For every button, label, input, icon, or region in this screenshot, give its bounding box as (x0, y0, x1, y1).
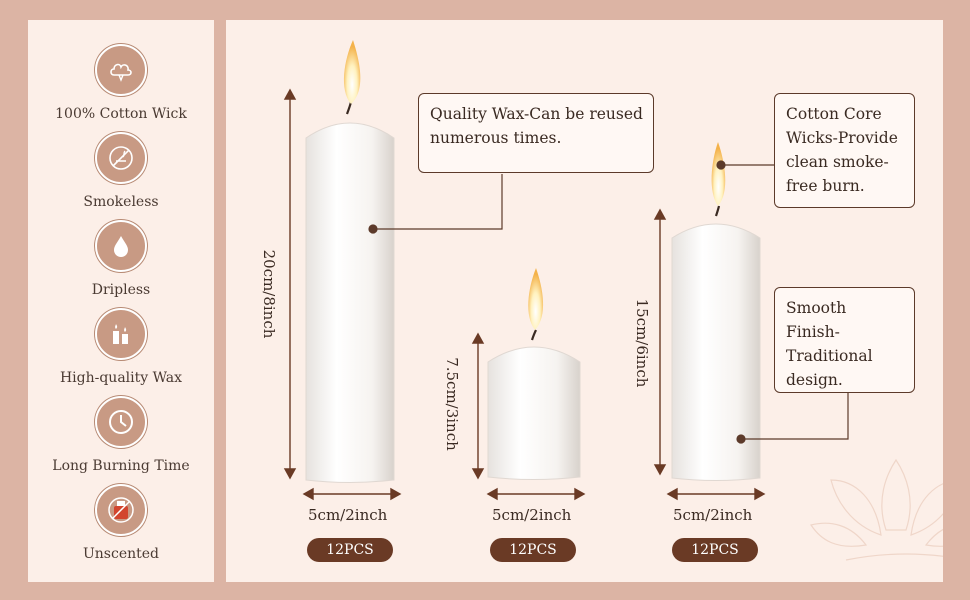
feature-cotton-wick: 100% Cotton Wick (28, 44, 214, 122)
callout-leaders (368, 160, 849, 444)
width-label-medium: 5cm/2inch (673, 506, 753, 524)
feature-smokeless: Smokeless (28, 132, 214, 210)
no-smoke-icon (95, 132, 147, 184)
feature-label: Long Burning Time (52, 458, 190, 474)
candle-short (487, 268, 581, 480)
feature-label: 100% Cotton Wick (55, 106, 187, 122)
lotus-watermark (810, 458, 943, 561)
callout-smooth-finish: Smooth Finish-Traditional design. (774, 287, 915, 393)
feature-label: Unscented (82, 546, 159, 562)
width-label-short: 5cm/2inch (492, 506, 572, 524)
callout-cotton-core: Cotton Core Wicks-Provide clean smoke-fr… (774, 93, 915, 208)
height-label-tall: 20cm/8inch (260, 249, 278, 339)
cotton-icon (95, 44, 147, 96)
pcs-badge-medium: 12PCS (672, 538, 758, 562)
height-label-medium: 15cm/6inch (633, 298, 651, 388)
feature-high-quality-wax: High-quality Wax (28, 308, 214, 386)
feature-label: Dripless (91, 282, 151, 298)
candles-icon (95, 308, 147, 360)
drop-icon (95, 220, 147, 272)
candle-medium (671, 142, 761, 481)
height-arrows (283, 88, 667, 480)
candle-tall (305, 40, 395, 483)
feature-dripless: Dripless (28, 220, 214, 298)
no-scent-icon (95, 484, 147, 536)
clock-icon (95, 396, 147, 448)
callout-quality-wax: Quality Wax-Can be reused numerous times… (418, 93, 654, 173)
pcs-badge-short: 12PCS (490, 538, 576, 562)
feature-label: High-quality Wax (59, 370, 183, 386)
product-panel: Quality Wax-Can be reused numerous times… (226, 20, 943, 582)
feature-long-burning-time: Long Burning Time (28, 396, 214, 474)
feature-unscented: Unscented (28, 484, 214, 562)
candles-illustration (283, 40, 943, 561)
width-label-tall: 5cm/2inch (308, 506, 388, 524)
pcs-badge-tall: 12PCS (307, 538, 393, 562)
height-label-short: 7.5cm/3inch (443, 357, 461, 451)
features-panel: 100% Cotton Wick Smokeless Dripless High… (28, 20, 214, 582)
width-arrows (302, 487, 766, 501)
feature-label: Smokeless (83, 194, 159, 210)
